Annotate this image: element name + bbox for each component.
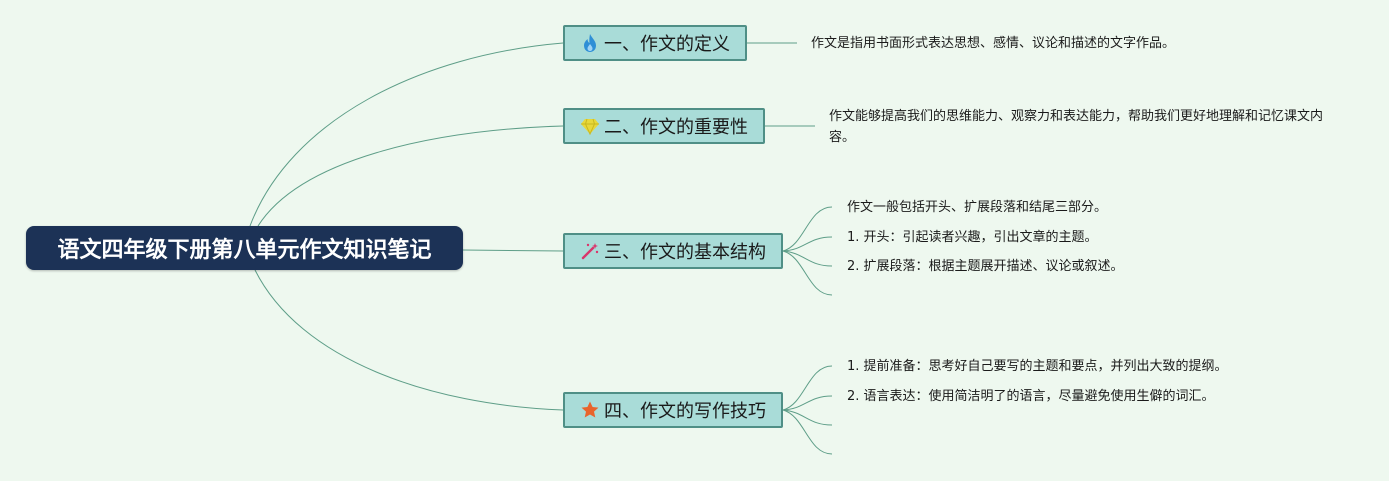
- leaf-text: 2. 扩展段落：根据主题展开描述、议论或叙述。: [847, 259, 1124, 274]
- leaf-text: 2. 语言表达：使用简洁明了的语言，尽量避免使用生僻的词汇。: [847, 389, 1215, 404]
- link-branch-4-leaf-1: [782, 365, 833, 411]
- link-branch-3-leaf-2: [782, 236, 833, 252]
- leaf-text: 作文一般包括开头、扩展段落和结尾三部分。: [847, 200, 1108, 215]
- link-root-branch-4: [254, 269, 564, 411]
- leaf-text: 1. 开头：引起读者兴趣，引出文章的主题。: [847, 230, 1098, 245]
- branch-topic-definition[interactable]: 一、作文的定义: [563, 25, 747, 61]
- branch-label: 二、作文的重要性: [604, 117, 748, 138]
- leaf-text: 1. 提前准备：思考好自己要写的主题和要点，并列出大致的提纲。: [847, 359, 1228, 374]
- branch-topic-importance[interactable]: 二、作文的重要性: [563, 108, 765, 144]
- link-root-branch-2: [257, 125, 564, 227]
- link-root-branch-1: [249, 42, 564, 227]
- branch-label: 三、作文的基本结构: [604, 242, 766, 263]
- branch-topic-structure[interactable]: 三、作文的基本结构: [563, 233, 783, 269]
- magic-wand-icon: [580, 241, 600, 261]
- link-branch-3-leaf-4: [782, 250, 833, 296]
- diamond-icon: [580, 116, 600, 136]
- star-icon: [580, 400, 600, 420]
- link-branch-3-leaf-3: [782, 250, 833, 267]
- link-root-branch-3: [462, 249, 564, 252]
- root-topic[interactable]: 语文四年级下册第八单元作文知识笔记: [26, 226, 463, 270]
- branch-topic-writing-skills[interactable]: 四、作文的写作技巧: [563, 392, 783, 428]
- link-branch-4-leaf-3: [782, 409, 833, 426]
- link-branch-3-leaf-1: [782, 206, 833, 252]
- branch-label: 四、作文的写作技巧: [604, 401, 766, 422]
- leaf-text: 作文能够提高我们的思维能力、观察力和表达能力，帮助我们更好地理解和记忆课文内容。: [829, 109, 1324, 145]
- link-branch-4-leaf-4: [782, 409, 833, 455]
- link-branch-4-leaf-2: [782, 395, 833, 411]
- branch-label: 一、作文的定义: [604, 34, 730, 55]
- leaf-text: 作文是指用书面形式表达思想、感情、议论和描述的文字作品。: [811, 36, 1176, 51]
- fire-icon: [580, 33, 600, 53]
